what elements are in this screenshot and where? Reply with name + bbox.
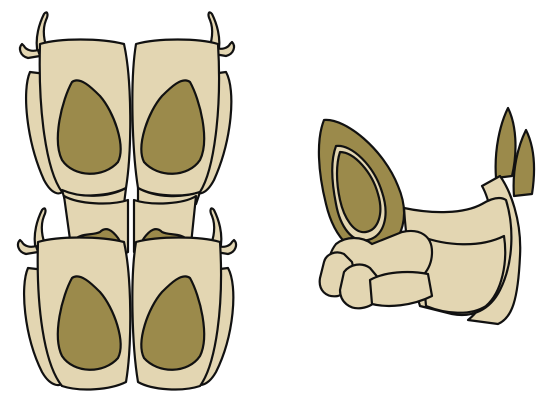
pod-side-view (319, 108, 534, 324)
pod-unit-top-left (20, 12, 130, 207)
side-tail-wing-front (514, 130, 534, 196)
stacked-pods-top-view (18, 12, 236, 389)
side-tail-wing-back (496, 108, 516, 178)
side-jaw (370, 272, 432, 306)
pod-unit-top-right (132, 12, 234, 207)
